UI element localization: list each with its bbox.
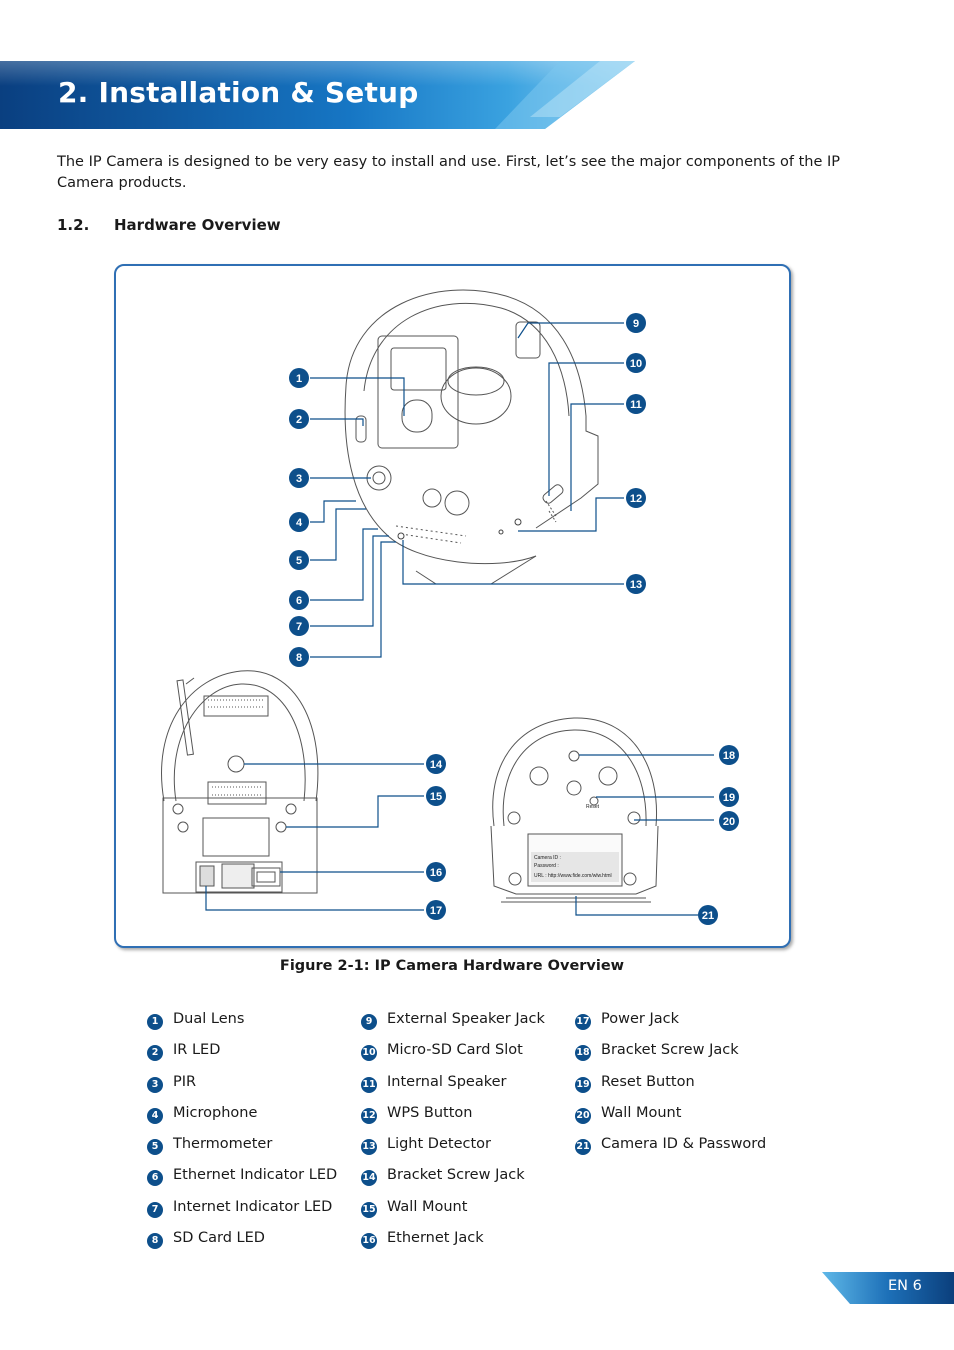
svg-text:10: 10 bbox=[630, 358, 642, 370]
svg-text:20: 20 bbox=[723, 816, 735, 828]
legend-badge: 19 bbox=[575, 1076, 591, 1093]
badge-5: 5 bbox=[289, 550, 309, 570]
legend-label: Wall Mount bbox=[601, 1104, 682, 1121]
badge-1: 1 bbox=[289, 368, 309, 388]
legend-badge: 8 bbox=[147, 1233, 163, 1250]
legend-label: Dual Lens bbox=[173, 1011, 245, 1027]
svg-text:4: 4 bbox=[296, 517, 303, 529]
badge-4: 4 bbox=[289, 512, 309, 532]
legend-badge: 3 bbox=[147, 1076, 163, 1093]
legend-badge: 21 bbox=[575, 1139, 591, 1156]
badge-19: 19 bbox=[719, 787, 739, 807]
badge-8: 8 bbox=[289, 647, 309, 667]
svg-text:18: 18 bbox=[723, 750, 735, 762]
legend-label: Micro-SD Card Slot bbox=[387, 1042, 523, 1059]
svg-text:7: 7 bbox=[296, 621, 302, 633]
header-banner bbox=[0, 61, 640, 129]
legend-badge: 13 bbox=[361, 1139, 377, 1156]
legend-label: Camera ID & Password bbox=[601, 1136, 767, 1153]
reset-label: Reset bbox=[586, 804, 600, 810]
legend-label: Thermometer bbox=[173, 1136, 273, 1153]
legend-badge: 15 bbox=[361, 1201, 377, 1218]
section-number: 1.2. bbox=[57, 216, 90, 234]
legend-label: Microphone bbox=[173, 1104, 258, 1121]
legend-badge: 11 bbox=[361, 1076, 377, 1093]
page-number-tab bbox=[822, 1272, 954, 1304]
badge-3: 3 bbox=[289, 468, 309, 488]
svg-text:1: 1 bbox=[296, 373, 302, 385]
legend-label: Ethernet Indicator LED bbox=[173, 1167, 338, 1184]
svg-text:5: 5 bbox=[296, 555, 302, 567]
legend-label: IR LED bbox=[173, 1042, 221, 1059]
badge-21: 21 bbox=[698, 905, 718, 925]
svg-text:8: 8 bbox=[296, 652, 302, 664]
sticker-camera-id: Camera ID : bbox=[534, 855, 561, 861]
svg-text:16: 16 bbox=[430, 867, 442, 879]
legend-badge: 6 bbox=[147, 1170, 163, 1187]
badge-16: 16 bbox=[426, 862, 446, 882]
legend-badge: 9 bbox=[361, 1014, 377, 1030]
badge-14: 14 bbox=[426, 754, 446, 774]
badge-18: 18 bbox=[719, 745, 739, 765]
sticker-url: URL : http://www.fide.com/wlw.html bbox=[534, 873, 612, 879]
svg-text:17: 17 bbox=[430, 905, 442, 917]
svg-text:21: 21 bbox=[702, 910, 714, 922]
svg-text:6: 6 bbox=[296, 595, 302, 607]
badge-17: 17 bbox=[426, 900, 446, 920]
section-title: Hardware Overview bbox=[114, 216, 281, 234]
badge-11: 11 bbox=[626, 394, 646, 414]
badge-6: 6 bbox=[289, 590, 309, 610]
legend-label: Bracket Screw Jack bbox=[601, 1042, 739, 1059]
legend-label: Power Jack bbox=[601, 1011, 679, 1027]
svg-text:12: 12 bbox=[630, 493, 642, 505]
badge-13: 13 bbox=[626, 574, 646, 594]
legend-label: Internal Speaker bbox=[387, 1073, 507, 1090]
camera-illustration: Camera ID : Password : URL : http://www.… bbox=[161, 289, 739, 925]
legend-badge: 2 bbox=[147, 1045, 163, 1062]
figure-caption: Figure 2-1: IP Camera Hardware Overview bbox=[279, 958, 625, 974]
legend-badge: 14 bbox=[361, 1170, 377, 1187]
legend-badge: 17 bbox=[575, 1014, 591, 1030]
svg-text:19: 19 bbox=[723, 792, 735, 804]
svg-text:9: 9 bbox=[633, 318, 639, 330]
svg-text:15: 15 bbox=[430, 791, 442, 803]
intro-paragraph: The IP Camera is designed to be very eas… bbox=[57, 154, 841, 191]
legend-badge: 4 bbox=[147, 1107, 163, 1124]
legend-label: Wall Mount bbox=[387, 1198, 468, 1215]
legend-label: Internet Indicator LED bbox=[173, 1198, 333, 1215]
legend-badge: 16 bbox=[361, 1233, 377, 1250]
hardware-figure: Camera ID : Password : URL : http://www.… bbox=[114, 264, 791, 948]
legend-badge: 1 bbox=[147, 1014, 163, 1030]
svg-text:13: 13 bbox=[630, 579, 642, 591]
badge-20: 20 bbox=[719, 811, 739, 831]
badge-7: 7 bbox=[289, 616, 309, 636]
legend-label: SD Card LED bbox=[173, 1230, 265, 1247]
legend-label: WPS Button bbox=[387, 1104, 473, 1121]
legend-badge: 10 bbox=[361, 1045, 377, 1062]
badge-9: 9 bbox=[626, 313, 646, 333]
badge-10: 10 bbox=[626, 353, 646, 373]
sticker-password: Password : bbox=[534, 863, 559, 869]
legend-label: External Speaker Jack bbox=[387, 1011, 545, 1027]
badge-2: 2 bbox=[289, 409, 309, 429]
legend-badge: 20 bbox=[575, 1107, 591, 1124]
badge-15: 15 bbox=[426, 786, 446, 806]
section-heading: 1.2. Hardware Overview bbox=[57, 216, 281, 234]
legend-label: Reset Button bbox=[601, 1073, 695, 1090]
legend-label: Bracket Screw Jack bbox=[387, 1167, 525, 1184]
svg-text:2: 2 bbox=[296, 414, 302, 426]
legend-badge: 5 bbox=[147, 1139, 163, 1156]
legend-label: PIR bbox=[173, 1073, 197, 1090]
svg-text:14: 14 bbox=[430, 759, 443, 771]
page-title: 2. Installation & Setup bbox=[58, 76, 419, 109]
legend-label: Light Detector bbox=[387, 1136, 491, 1153]
legend-badge: 12 bbox=[361, 1107, 377, 1124]
svg-text:11: 11 bbox=[630, 399, 642, 411]
legend-badge: 18 bbox=[575, 1045, 591, 1062]
svg-text:3: 3 bbox=[296, 473, 302, 485]
badge-12: 12 bbox=[626, 488, 646, 508]
legend-label: Ethernet Jack bbox=[387, 1230, 484, 1247]
legend-badge: 7 bbox=[147, 1201, 163, 1218]
page-number: EN 6 bbox=[888, 1278, 922, 1294]
